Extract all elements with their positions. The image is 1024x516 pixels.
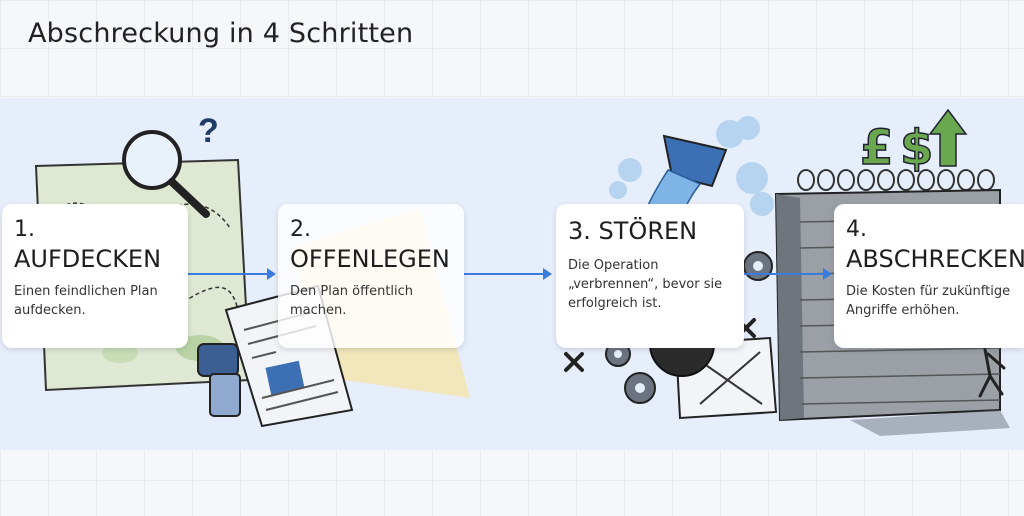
connector-arrow-3-4 bbox=[744, 268, 832, 280]
step-description: Einen feindlichen Plan aufdecken. bbox=[14, 284, 158, 318]
step-heading: OFFENLEGEN bbox=[290, 245, 450, 273]
connector-arrow-2-3 bbox=[464, 268, 552, 280]
step-card-offenlegen: 2. OFFENLEGEN Den Plan öffentlich machen… bbox=[278, 204, 464, 348]
step-description: Die Operation „verbrennen“, bevor sie er… bbox=[568, 258, 723, 311]
barbed-wire bbox=[797, 169, 995, 191]
question-mark-icon: ? bbox=[198, 112, 219, 150]
megaphone-icon bbox=[197, 343, 241, 417]
step-number: 1. bbox=[14, 217, 35, 242]
connector-arrow-1-2 bbox=[188, 268, 276, 280]
step-heading: AUFDECKEN bbox=[14, 245, 162, 273]
page-title: Abschreckung in 4 Schritten bbox=[28, 18, 414, 49]
dollar-symbol: $ bbox=[900, 120, 933, 176]
step-description: Den Plan öffentlich machen. bbox=[290, 284, 414, 318]
gear-icon bbox=[605, 251, 773, 404]
wall-shadow bbox=[850, 410, 1010, 436]
pound-symbol: £ bbox=[860, 120, 893, 176]
step-card-stoeren: 3. STÖREN Die Operation „verbrennen“, be… bbox=[556, 204, 744, 348]
step-card-abschrecken: 4. ABSCHRECKEN Die Kosten für zukünftige… bbox=[834, 204, 1024, 348]
step-number: 2. bbox=[290, 217, 311, 242]
step-description: Die Kosten für zukünftige Angriffe erhöh… bbox=[846, 284, 1011, 318]
currency-up-icon: £ $ bbox=[859, 108, 968, 177]
step-heading: ABSCHRECKEN bbox=[846, 245, 1024, 273]
step-heading: 3. STÖREN bbox=[568, 217, 698, 245]
step-number: 4. bbox=[846, 217, 867, 242]
magnifier-icon bbox=[122, 130, 210, 218]
step-card-aufdecken: 1. AUFDECKEN Einen feindlichen Plan aufd… bbox=[2, 204, 188, 348]
